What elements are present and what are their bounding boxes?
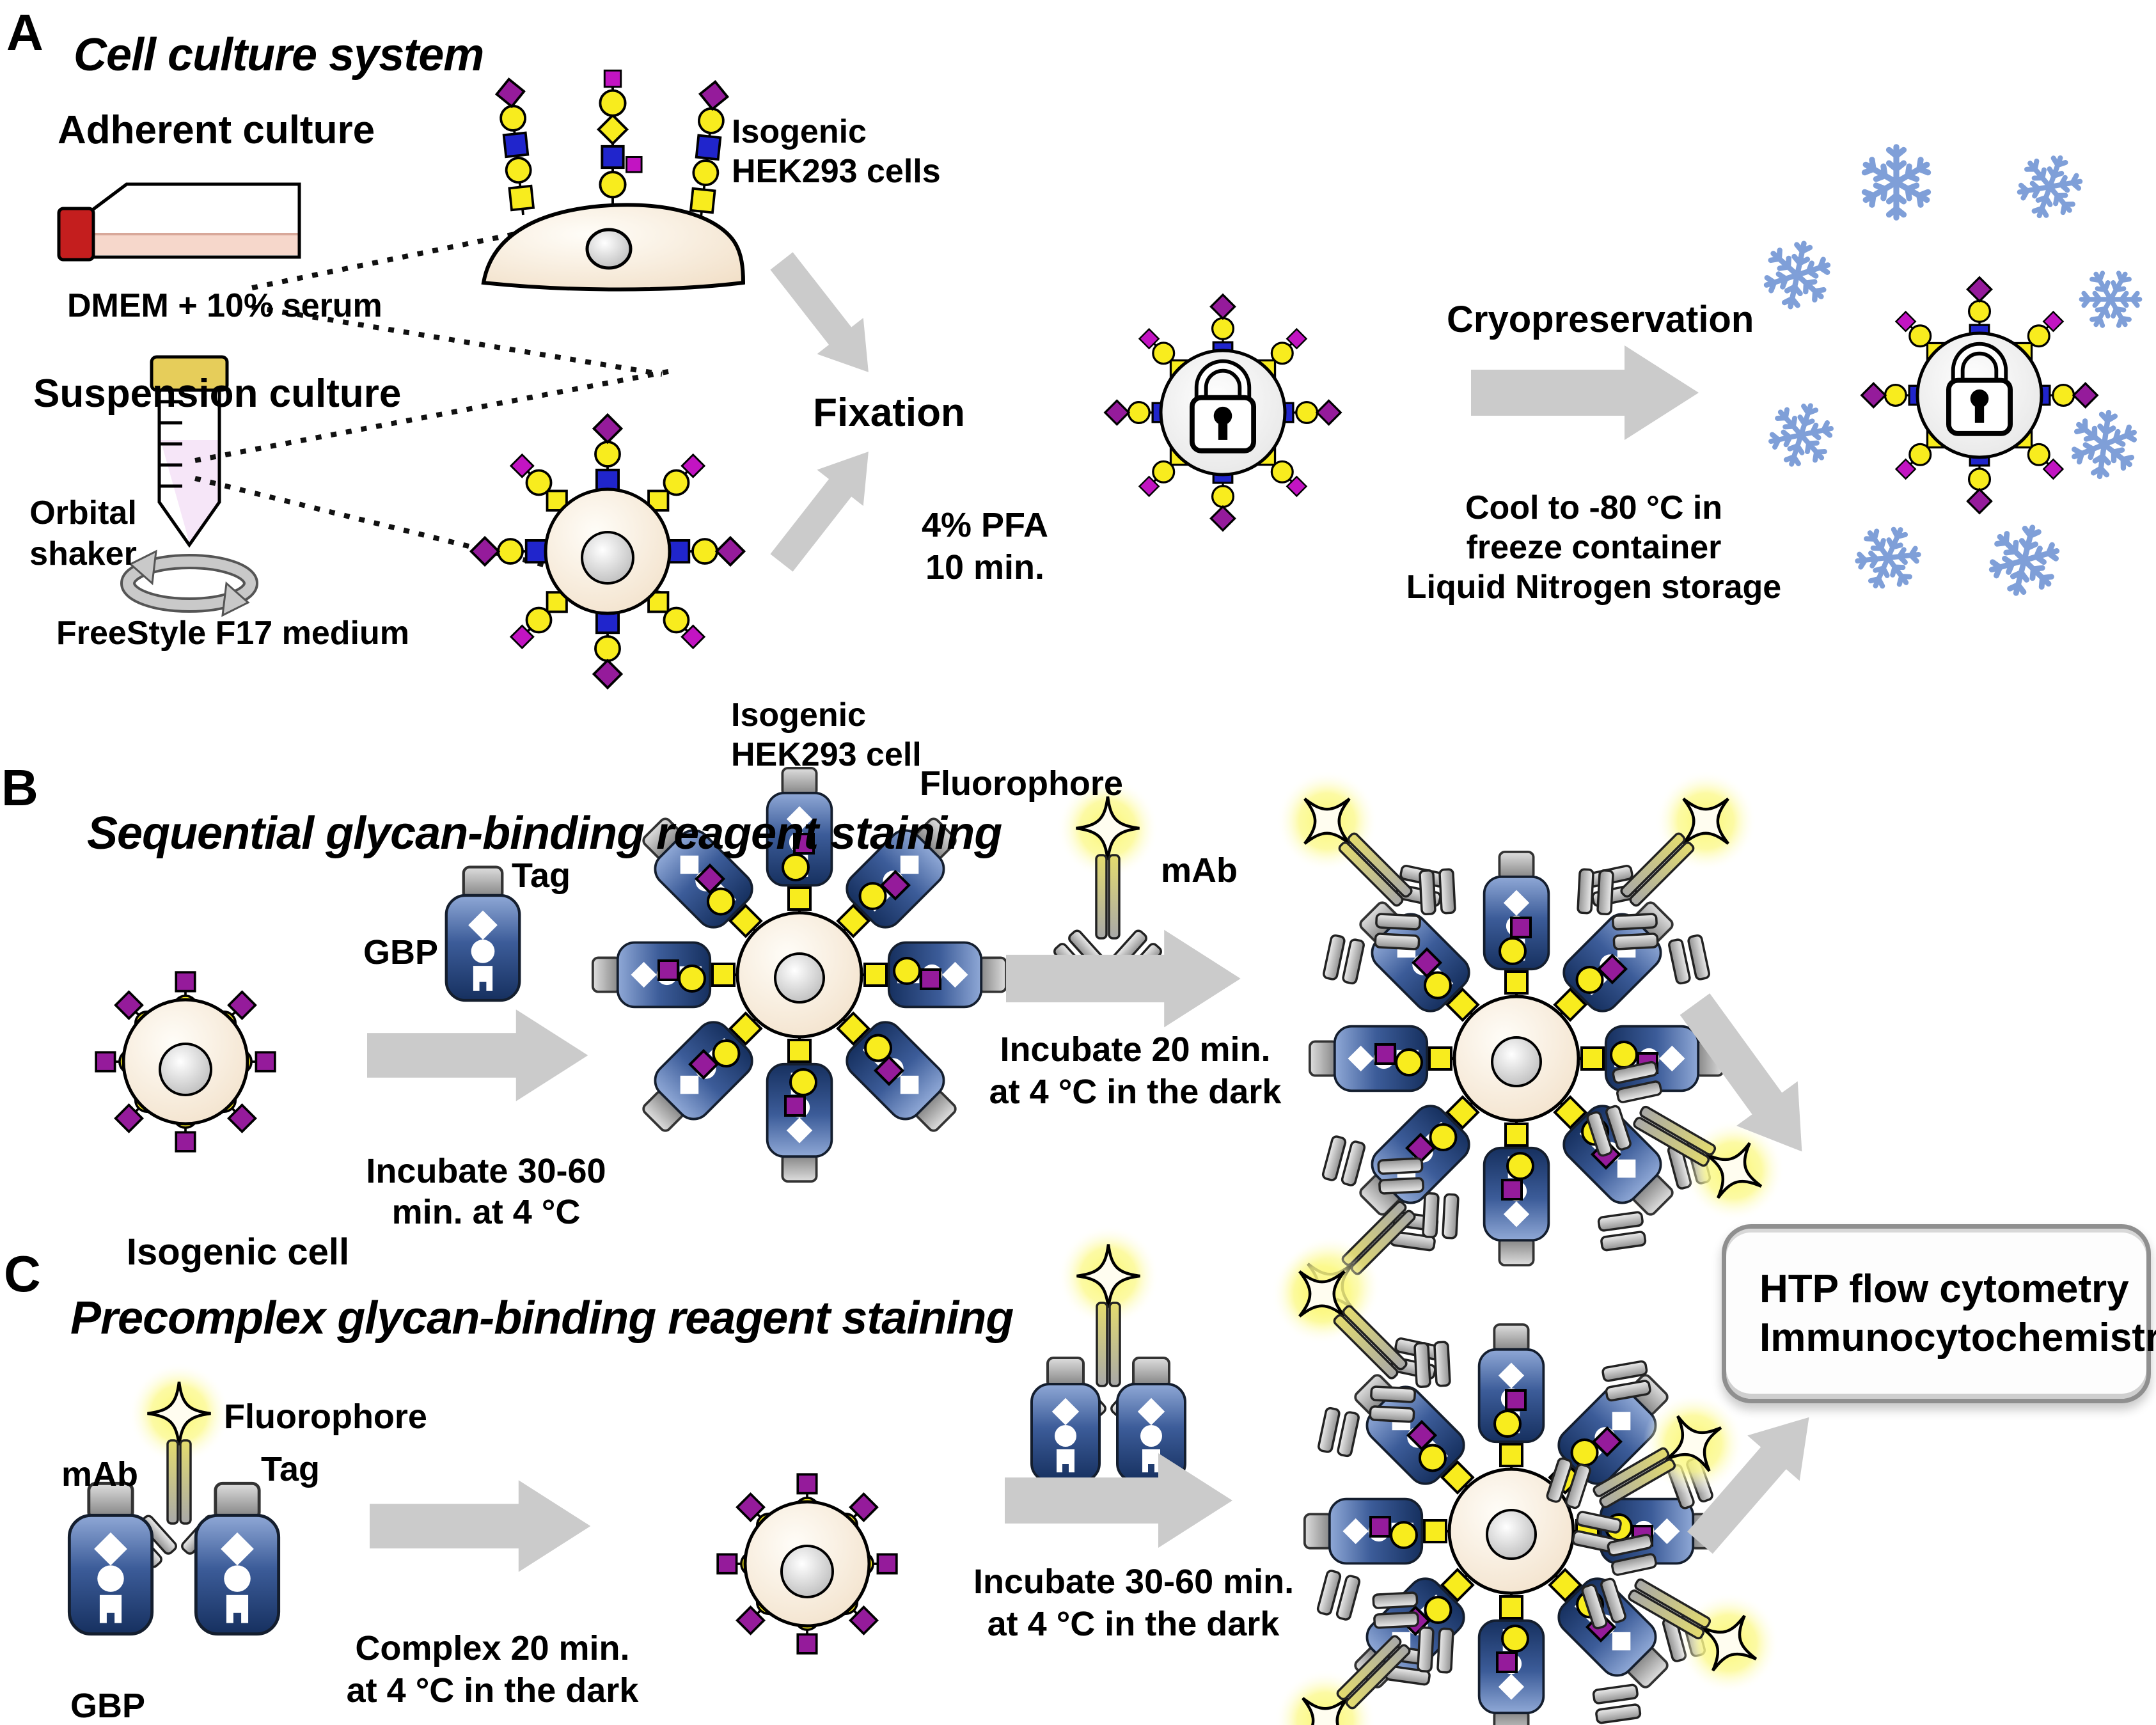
culture-flask-icon bbox=[57, 182, 301, 262]
gbp-reagent-icon bbox=[446, 867, 519, 1000]
suspension-heading: Suspension culture bbox=[33, 372, 402, 416]
cryo-title: Cryopreservation bbox=[1447, 299, 1754, 340]
output-line-1: HTP flow cytometry bbox=[1759, 1267, 2129, 1311]
adherent-cell-label-2: HEK293 cells bbox=[732, 153, 941, 190]
adherent-cell-label-1: Isogenic bbox=[732, 113, 867, 150]
panel-a-label: A bbox=[6, 4, 43, 61]
adherent-medium-label: DMEM + 10% serum bbox=[67, 287, 382, 324]
panel-b-label: B bbox=[1, 759, 38, 816]
shaker-label-2: shaker bbox=[29, 535, 137, 572]
b-step2-line2: at 4 °C in the dark bbox=[989, 1073, 1282, 1111]
process-arrow-cryo bbox=[1471, 345, 1699, 440]
mab-label-b: mAb bbox=[1161, 851, 1238, 890]
output-line-2: Immunocytochemistry bbox=[1759, 1316, 2156, 1360]
tag-label-c: Tag bbox=[261, 1450, 320, 1488]
suspension-cell-label-2: HEK293 cell bbox=[731, 736, 922, 773]
dotted-line bbox=[194, 368, 672, 463]
nucleus bbox=[581, 531, 634, 585]
suspension-medium-label: FreeStyle F17 medium bbox=[56, 615, 409, 652]
mab-label-c: mAb bbox=[61, 1455, 138, 1493]
suspension-cell-label-1: Isogenic bbox=[731, 697, 866, 734]
process-arrow-fixation-bottom bbox=[758, 433, 892, 581]
tag-label-b: Tag bbox=[512, 856, 570, 895]
frozen-cell bbox=[1861, 276, 2098, 514]
b-step1-line1: Incubate 30-60 bbox=[366, 1152, 606, 1190]
orbital-arrows-icon bbox=[120, 549, 258, 617]
panel-c-label: C bbox=[4, 1245, 41, 1302]
culture-tube-icon bbox=[150, 355, 229, 548]
suspension-cell bbox=[469, 413, 746, 689]
cryo-detail-2: freeze container bbox=[1466, 529, 1722, 566]
cryo-detail-1: Cool to -80 °C in bbox=[1465, 489, 1723, 526]
isogenic-cell-b bbox=[95, 971, 276, 1153]
fixation-title: Fixation bbox=[813, 391, 965, 435]
panel-b-title: Sequential glycan-binding reagent staini… bbox=[87, 808, 1002, 859]
fixation-detail-2: 10 min. bbox=[925, 548, 1045, 587]
gbp-reagent-icon bbox=[69, 1483, 152, 1634]
c-step1-line2: at 4 °C in the dark bbox=[346, 1671, 639, 1710]
process-arrow-c1 bbox=[370, 1480, 591, 1572]
precomplex-reagent-icon bbox=[1030, 1225, 1186, 1483]
fluorophore-label-b: Fluorophore bbox=[920, 764, 1123, 803]
fixation-detail-1: 4% PFA bbox=[921, 506, 1049, 544]
panel-a-title: Cell culture system bbox=[74, 29, 484, 81]
b-step2-line1: Incubate 20 min. bbox=[1000, 1030, 1271, 1069]
process-arrow-fixation-top bbox=[758, 242, 892, 391]
c-step1-line1: Complex 20 min. bbox=[355, 1629, 630, 1667]
panel-c-title: Precomplex glycan-binding reagent staini… bbox=[70, 1293, 1014, 1344]
gbp-reagent-icon bbox=[196, 1483, 278, 1634]
gbp-label-c: GBP bbox=[70, 1687, 146, 1725]
shaker-label-1: Orbital bbox=[29, 494, 137, 532]
tube-cap bbox=[150, 355, 229, 392]
output-methods-box: HTP flow cytometry Immunocytochemistry bbox=[1722, 1224, 2156, 1403]
nucleus bbox=[585, 228, 633, 270]
adherent-cell bbox=[481, 69, 746, 292]
fluorophore-label-c: Fluorophore bbox=[224, 1398, 427, 1436]
cryo-detail-3: Liquid Nitrogen storage bbox=[1406, 569, 1782, 606]
stained-cell-gbp-mab-c bbox=[1247, 1219, 1800, 1725]
nucleus bbox=[159, 1043, 212, 1096]
fixed-cell bbox=[1104, 294, 1342, 532]
adherent-heading: Adherent culture bbox=[58, 108, 375, 152]
nucleus bbox=[780, 1545, 834, 1598]
flask-cap bbox=[57, 207, 95, 262]
gbp-label-b: GBP bbox=[363, 933, 439, 972]
c-step2-line1: Incubate 30-60 min. bbox=[973, 1563, 1294, 1601]
mab-reagent-icon-b bbox=[1053, 778, 1163, 984]
b-step1-line2: min. at 4 °C bbox=[391, 1193, 581, 1231]
isogenic-cell-c bbox=[716, 1473, 898, 1655]
process-arrow-b1 bbox=[367, 1009, 588, 1101]
c-step2-line2: at 4 °C in the dark bbox=[987, 1605, 1280, 1643]
isogenic-cell-label: Isogenic cell bbox=[126, 1231, 350, 1273]
